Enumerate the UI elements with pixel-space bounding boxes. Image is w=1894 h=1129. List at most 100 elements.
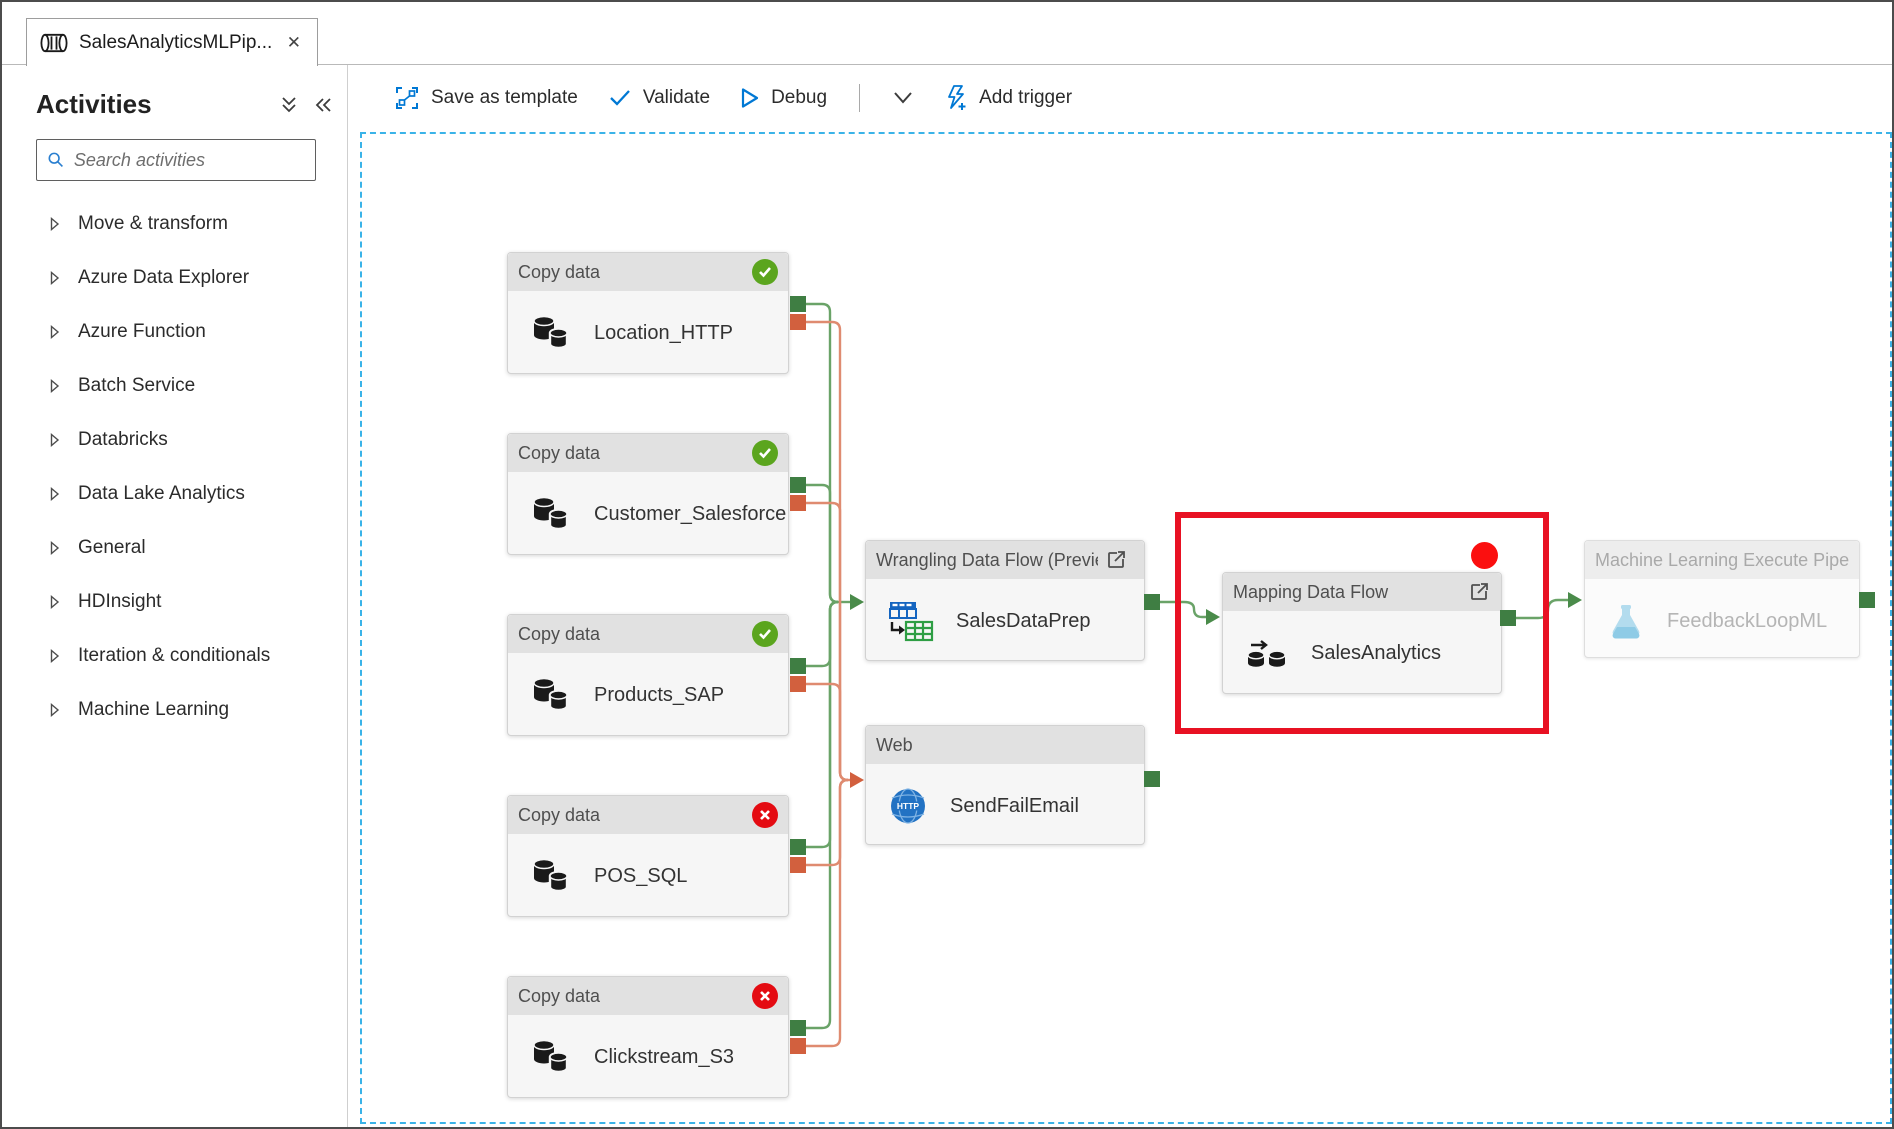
failure-output-port[interactable] xyxy=(790,314,806,330)
success-output-port[interactable] xyxy=(1859,592,1875,608)
mapping-data-flow-icon xyxy=(1247,640,1286,667)
sidebar-item-iteration-conditionals[interactable]: Iteration & conditionals xyxy=(2,629,347,683)
wrangling-data-flow-icon xyxy=(889,602,934,642)
sidebar-item-data-lake-analytics[interactable]: Data Lake Analytics xyxy=(2,467,347,521)
sidebar-item-label: Databricks xyxy=(78,429,168,450)
sidebar-item-azure-function[interactable]: Azure Function xyxy=(2,305,347,359)
success-badge-icon xyxy=(752,259,778,285)
node-name-label: Location_HTTP xyxy=(594,321,733,344)
node-type-label: Copy data xyxy=(518,261,601,282)
pipeline-toolbar: Save as template Validate Debug Add trig… xyxy=(348,65,1892,131)
collapse-panel-icon[interactable] xyxy=(313,96,333,114)
activities-sidebar: Activities Move & trans xyxy=(2,65,348,1127)
activity-node-products-sap[interactable]: Copy data Products_SAP xyxy=(507,614,789,736)
machine-learning-flask-icon xyxy=(1612,605,1640,639)
check-icon xyxy=(609,90,630,106)
success-output-port[interactable] xyxy=(790,477,806,493)
highlight-dot xyxy=(1471,542,1498,569)
sidebar-item-label: Azure Function xyxy=(78,321,206,342)
tab-title: SalesAnalyticsMLPip... xyxy=(79,31,273,53)
toolbar-divider xyxy=(859,84,861,112)
node-type-label: Copy data xyxy=(518,985,601,1006)
open-in-new-icon[interactable] xyxy=(1467,580,1491,604)
chevron-down-icon[interactable] xyxy=(892,91,914,105)
search-box xyxy=(36,139,316,181)
activity-node-feedbackloopml[interactable]: Machine Learning Execute Pipeline Feedba… xyxy=(1584,540,1860,658)
search-input[interactable] xyxy=(73,149,305,171)
copy-data-icon xyxy=(533,858,569,893)
sidebar-item-label: HDInsight xyxy=(78,591,162,612)
failure-output-port[interactable] xyxy=(790,495,806,511)
canvas-selection-border xyxy=(360,132,1892,1124)
activities-title: Activities xyxy=(36,89,152,119)
success-output-port[interactable] xyxy=(790,839,806,855)
activity-node-pos-sql[interactable]: Copy data POS_SQL xyxy=(507,795,789,917)
success-output-port[interactable] xyxy=(790,296,806,312)
tab-bar: SalesAnalyticsMLPip... ✕ xyxy=(2,2,1892,66)
sidebar-item-label: Batch Service xyxy=(78,375,196,396)
failure-output-port[interactable] xyxy=(790,676,806,692)
sidebar-item-general[interactable]: General xyxy=(2,521,347,575)
pipeline-tab[interactable]: SalesAnalyticsMLPip... ✕ xyxy=(26,18,318,66)
chevron-right-icon xyxy=(50,217,60,231)
sidebar-item-databricks[interactable]: Databricks xyxy=(2,413,347,467)
node-name-label: Customer_Salesforce xyxy=(594,502,787,525)
activity-node-salesdataprep[interactable]: Wrangling Data Flow (Preview S xyxy=(865,540,1145,661)
highlight-rectangle xyxy=(1175,512,1549,734)
lightning-plus-icon xyxy=(948,85,966,110)
sidebar-item-label: Move & transform xyxy=(78,213,228,234)
success-output-port[interactable] xyxy=(790,1020,806,1036)
debug-label: Debug xyxy=(771,87,828,108)
node-name-label: Products_SAP xyxy=(594,683,725,706)
sidebar-item-machine-learning[interactable]: Machine Learning xyxy=(2,683,347,737)
node-name-label: SalesDataPrep xyxy=(956,609,1091,632)
error-badge-icon xyxy=(752,802,778,828)
sidebar-item-batch-service[interactable]: Batch Service xyxy=(2,359,347,413)
copy-data-icon xyxy=(533,1039,569,1074)
sidebar-item-label: General xyxy=(78,537,146,558)
success-badge-icon xyxy=(752,440,778,466)
success-output-port[interactable] xyxy=(1144,594,1160,610)
node-name-label: POS_SQL xyxy=(594,864,688,887)
node-type-label: Machine Learning Execute Pipeline xyxy=(1595,549,1849,570)
failure-output-port[interactable] xyxy=(790,1038,806,1054)
node-type-label: Wrangling Data Flow (Preview xyxy=(876,549,1098,570)
chevron-right-icon xyxy=(50,379,60,393)
template-icon xyxy=(396,87,418,109)
chevron-right-icon xyxy=(50,487,60,501)
activity-node-clickstream-s3[interactable]: Copy data Clickstream_S3 xyxy=(507,976,789,1098)
sidebar-item-hdinsight[interactable]: HDInsight xyxy=(2,575,347,629)
node-name-label: SendFailEmail xyxy=(950,794,1079,817)
node-name-label: SalesAnalytics xyxy=(1311,641,1442,664)
activity-node-location-http[interactable]: Copy data Location_HTTP xyxy=(507,252,789,374)
activity-node-customer-salesforce[interactable]: Copy data Customer_Salesforce xyxy=(507,433,789,555)
activity-node-sendfailemail[interactable]: Web HTTP SendFailEmail xyxy=(865,725,1145,845)
node-type-label: Mapping Data Flow xyxy=(1233,581,1389,602)
save-as-template-button[interactable]: Save as template xyxy=(394,85,578,111)
success-output-port[interactable] xyxy=(1500,610,1516,626)
node-type-label: Copy data xyxy=(518,804,601,825)
node-type-label: Copy data xyxy=(518,623,601,644)
sidebar-item-label: Machine Learning xyxy=(78,699,230,720)
web-http-icon: HTTP xyxy=(891,788,925,824)
activity-node-salesanalytics[interactable]: Mapping Data Flow SalesAnalytics xyxy=(1222,572,1502,694)
add-trigger-label: Add trigger xyxy=(979,87,1073,108)
open-in-new-icon[interactable] xyxy=(1104,548,1128,572)
play-icon xyxy=(741,88,759,108)
validate-button[interactable]: Validate xyxy=(608,87,710,109)
sidebar-item-azure-data-explorer[interactable]: Azure Data Explorer xyxy=(2,251,347,305)
sidebar-item-move-transform[interactable]: Move & transform xyxy=(2,197,347,251)
chevron-right-icon xyxy=(50,433,60,447)
success-badge-icon xyxy=(752,621,778,647)
sidebar-item-label: Azure Data Explorer xyxy=(78,267,250,288)
success-output-port[interactable] xyxy=(790,658,806,674)
node-name-label: Clickstream_S3 xyxy=(594,1045,735,1068)
node-name-label: FeedbackLoopML xyxy=(1667,609,1828,632)
add-trigger-button[interactable]: Add trigger xyxy=(944,84,1072,112)
failure-output-port[interactable] xyxy=(790,857,806,873)
debug-button[interactable]: Debug xyxy=(740,87,827,109)
close-icon[interactable]: ✕ xyxy=(286,32,301,52)
success-output-port[interactable] xyxy=(1144,771,1160,787)
collapse-all-icon[interactable] xyxy=(279,96,299,114)
